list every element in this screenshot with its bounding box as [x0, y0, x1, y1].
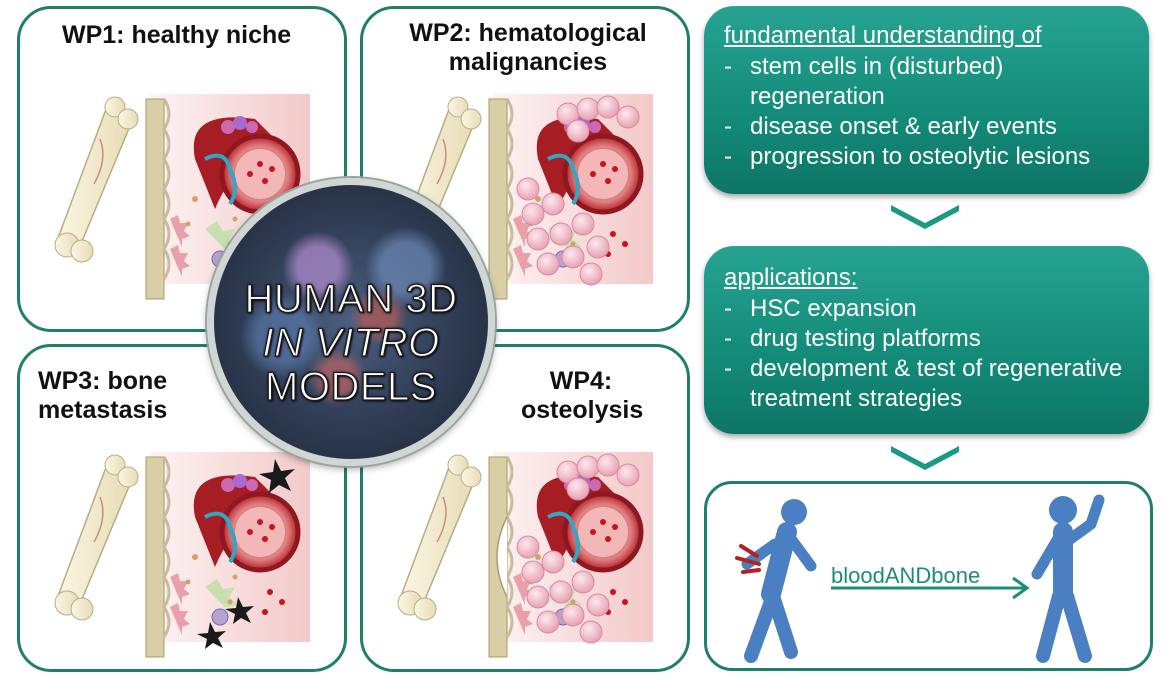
- list-item-text: HSC expansion: [750, 295, 917, 322]
- arrow-label: bloodANDbone: [831, 563, 981, 588]
- chevron-down-icon: [891, 446, 959, 470]
- list-dash: -: [724, 53, 732, 80]
- list-item-text: progression to osteolytic lesions: [750, 143, 1091, 170]
- list-dash: -: [724, 295, 732, 322]
- list-item: - HSC expansion: [724, 294, 1139, 324]
- wp3-title: WP3: bone metastasis: [38, 367, 168, 424]
- circle-text-line3: MODELS: [264, 364, 437, 409]
- applications-list: - HSC expansion - drug testing platforms…: [724, 294, 1139, 414]
- human-3d-in-vitro-models-circle: HUMAN 3D IN VITRO MODELS: [207, 178, 495, 466]
- list-dash: -: [724, 143, 732, 170]
- walking-person-icon: [741, 499, 817, 663]
- fundamental-title: fundamental understanding of: [724, 22, 1042, 49]
- pain-lines: [735, 544, 761, 574]
- list-item-text: development & test of regenerative treat…: [750, 355, 1123, 412]
- happy-person-icon: [1031, 494, 1105, 663]
- list-item: - drug testing platforms: [724, 324, 1139, 354]
- chevron-down-icon: [891, 205, 959, 229]
- wp1-title: WP1: healthy niche: [62, 21, 292, 49]
- list-item: - progression to osteolytic lesions: [724, 142, 1139, 172]
- panel-wp2-hematological-malignancies: WP2: hematological malignancies: [360, 6, 690, 332]
- panel-wp1-healthy-niche: WP1: healthy niche: [17, 6, 347, 332]
- applications-title: applications:: [724, 264, 858, 291]
- list-item-text: drug testing platforms: [750, 325, 981, 352]
- list-dash: -: [724, 325, 732, 352]
- applications-box: applications: - HSC expansion - drug tes…: [704, 246, 1149, 434]
- list-item-text: disease onset & early events: [750, 113, 1057, 140]
- list-item: - stem cells in (disturbed) regeneration: [724, 52, 1139, 112]
- outcome-box: bloodANDbone: [704, 481, 1153, 671]
- circle-text-line1: HUMAN 3D: [244, 276, 458, 321]
- fundamental-list: - stem cells in (disturbed) regeneration…: [724, 52, 1139, 172]
- list-item: - disease onset & early events: [724, 112, 1139, 142]
- outcome-illustration: [735, 494, 1105, 663]
- fundamental-understanding-box: fundamental understanding of - stem cell…: [704, 6, 1149, 194]
- wp2-title: WP2: hematological malignancies: [409, 19, 647, 76]
- wp4-title: WP4: osteolysis: [521, 367, 644, 424]
- list-item: - development & test of regenerative tre…: [724, 354, 1139, 414]
- osteolysis-niche-illustration: [363, 347, 687, 669]
- list-dash: -: [724, 355, 732, 382]
- list-item-text: stem cells in (disturbed) regeneration: [750, 53, 1004, 110]
- circle-text-line2: IN VITRO: [262, 320, 440, 365]
- arrow: [831, 576, 1030, 600]
- list-dash: -: [724, 113, 732, 140]
